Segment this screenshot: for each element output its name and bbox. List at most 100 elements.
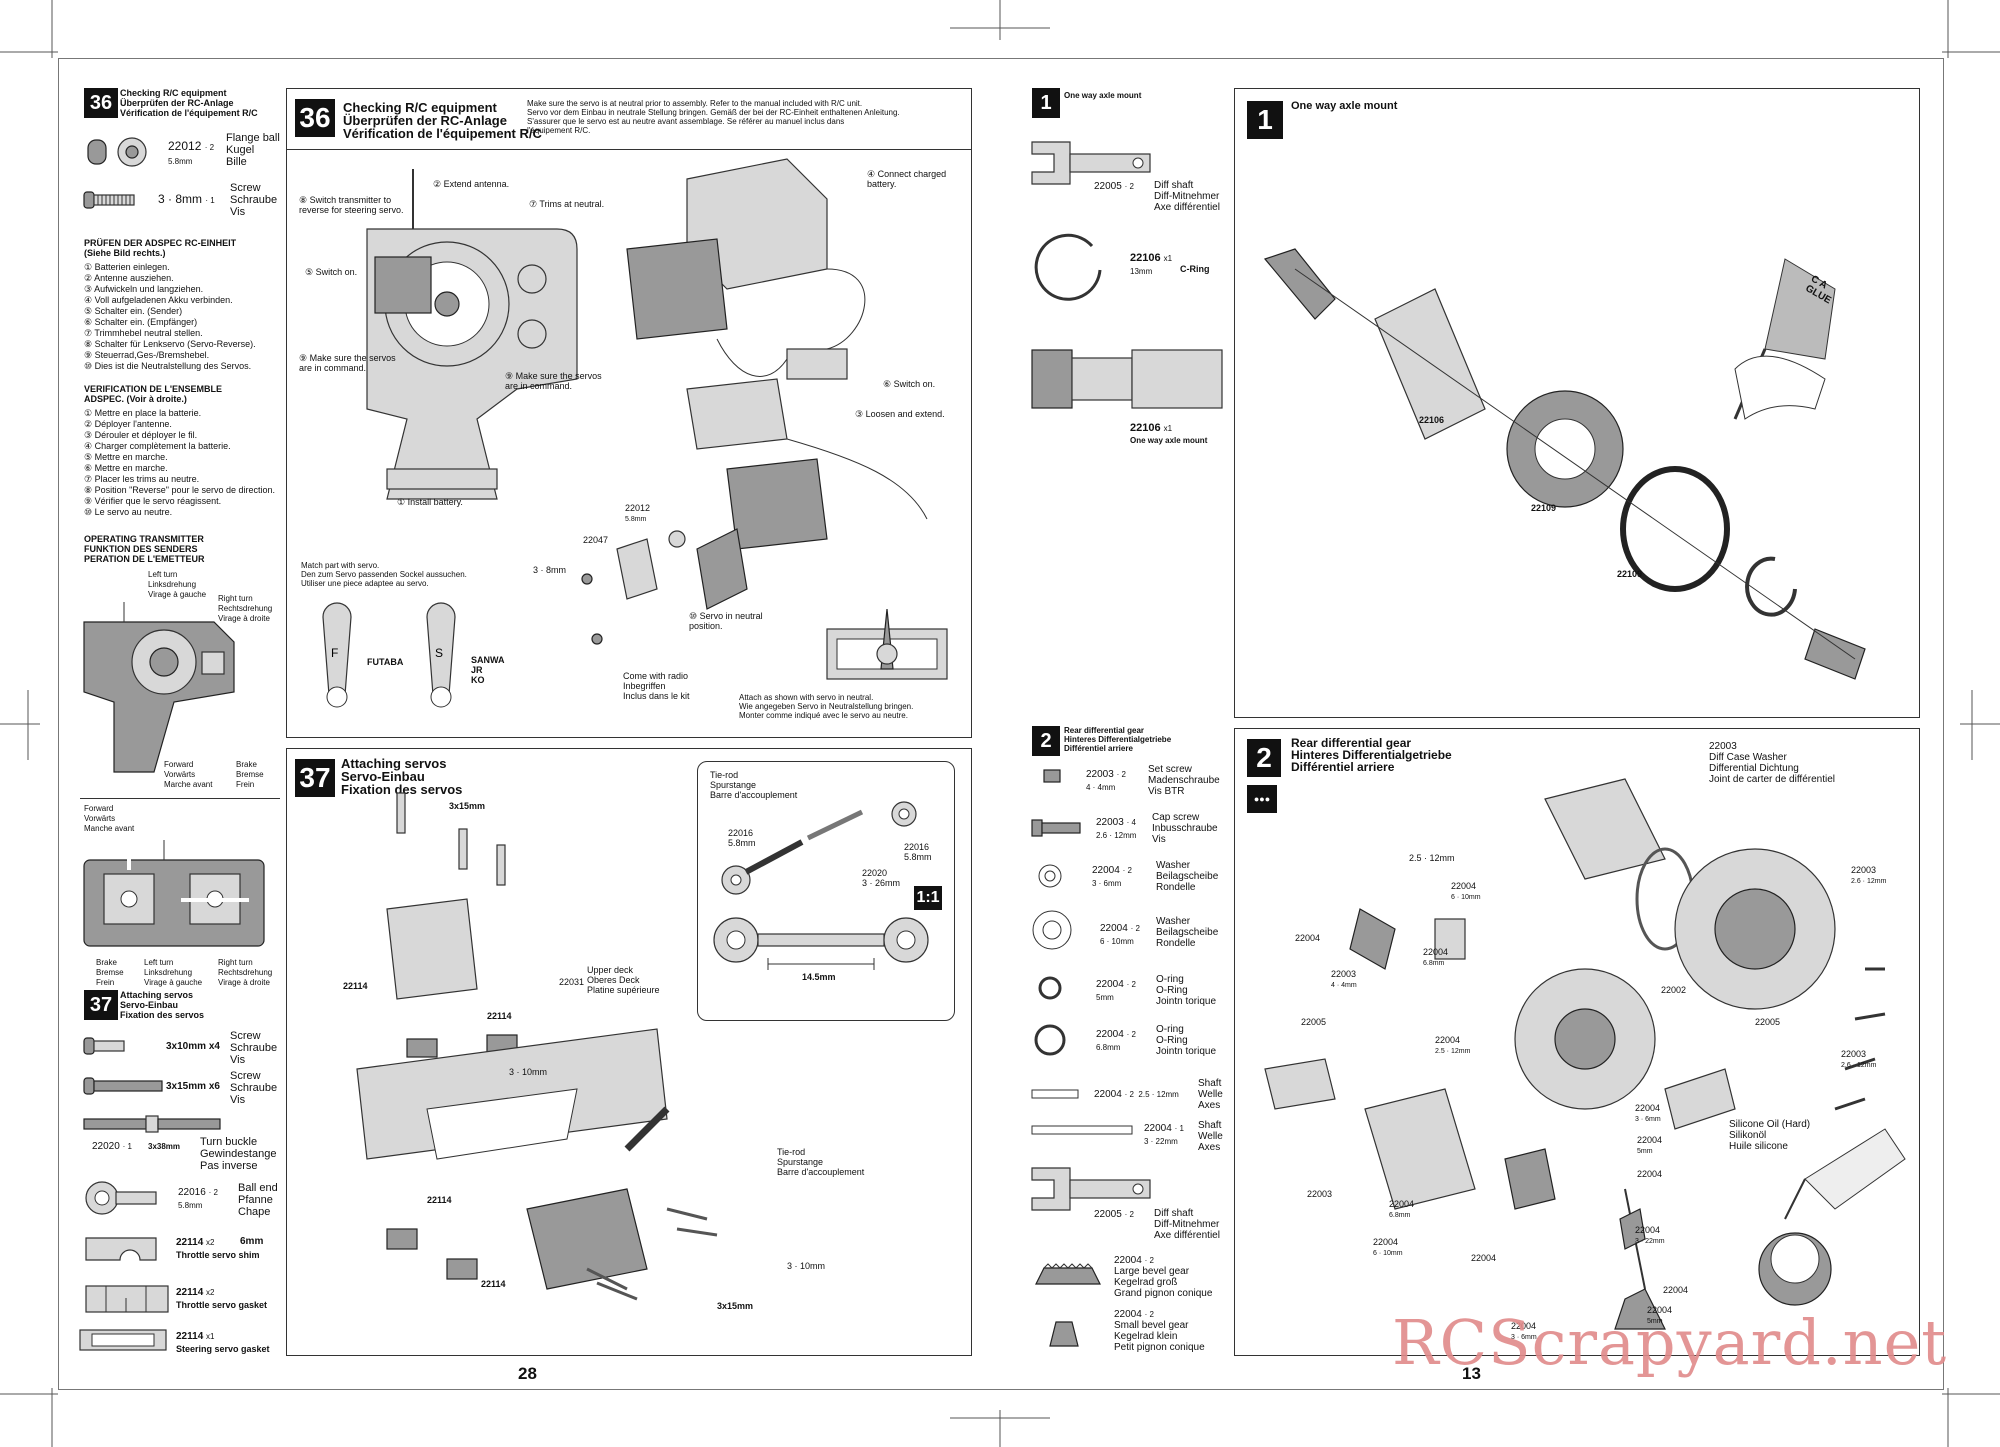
callout-extend-antenna: ② Extend antenna.	[433, 179, 510, 189]
callout-loosen-extend: ③ Loosen and extend.	[855, 409, 945, 419]
part-name-o-ring-large: O-ring O-Ring Jointn torique	[1156, 1024, 1217, 1057]
step-title-37-side: Attaching servos Servo-Einbau Fixation d…	[120, 990, 205, 1020]
part-name-washer-small: Washer Beilagscheibe Rondelle	[1156, 860, 1219, 893]
part-screw-3x8: 3 · 8mm · 1	[158, 192, 215, 206]
fr-steps: ① Mettre en place la batterie. ② Déploye…	[84, 408, 276, 517]
inset-22016-b: 22016 5.8mm	[904, 842, 932, 862]
part-name-turnbuckle: Turn buckle Gewindestange Pas inverse	[200, 1136, 277, 1172]
part-name-o-ring-small: O-ring O-Ring Jointn torique	[1156, 974, 1217, 1007]
part-size-3x38: 3x38mm	[148, 1142, 181, 1151]
label-22005-b: 22005	[1301, 1017, 1327, 1027]
part-22114-steering: 22114 x1	[176, 1331, 215, 1342]
tx2-left-turn: Left turn Linksdrehung Virage à gauche	[144, 958, 203, 987]
part-name-shaft-short: Shaft Welle Axes	[1198, 1078, 1223, 1111]
servo-horn-sanwa-icon: S	[426, 602, 456, 708]
flange-ball-icon	[87, 137, 147, 167]
part-name-small-bevel: Small bevel gear Kegelrad klein Petit pi…	[1114, 1320, 1205, 1353]
attach-note: Attach as shown with servo in neutral. W…	[739, 693, 914, 720]
tx1-forward: Forward Vorwärts Marche avant	[164, 760, 213, 789]
radio-note: Come with radio Inbegriffen Inclus dans …	[623, 671, 690, 701]
label-22109-b: 22109	[1617, 569, 1643, 579]
callout-servo-neutral: ⑩ Servo in neutral position.	[689, 611, 763, 631]
stick-transmitter-icon	[83, 840, 265, 947]
c-ring-icon	[1034, 233, 1102, 301]
page-number-right: 13	[1462, 1364, 1481, 1383]
step-badge-36: 36	[295, 99, 335, 137]
callout-switch-on-tx: ⑤ Switch on.	[305, 267, 358, 277]
step-36-note: Make sure the servo is at neutral prior …	[527, 99, 900, 135]
part-name-c-ring: C-Ring	[1180, 264, 1210, 274]
rc-components-icon	[626, 158, 928, 550]
steering-gasket-icon	[79, 1329, 167, 1351]
step-title-1-side: One way axle mount	[1064, 91, 1142, 100]
servo-gasket-icon	[85, 1285, 169, 1313]
part-name-ball-end: Ball end Pfanne Chape	[238, 1182, 278, 1218]
servo-horn-futaba-icon: F	[322, 602, 352, 708]
callout-reverse: ⑧ Switch transmitter to reverse for stee…	[299, 195, 404, 215]
callout-connect-battery: ④ Connect charged battery.	[867, 169, 947, 189]
shaft-long-icon	[1031, 1125, 1133, 1135]
label-22114-b: 22114	[487, 1011, 512, 1021]
tierod-1to1-icon	[713, 917, 929, 970]
step-title-2: Rear differential gear Hinteres Differen…	[1291, 736, 1452, 774]
label-3x10-bottom: 3 · 10mm	[787, 1261, 826, 1271]
part-name-steering-gasket: Steering servo gasket	[176, 1344, 270, 1354]
label-22004-l: 22004	[1663, 1285, 1689, 1295]
servo-mount-assembly-icon	[356, 792, 718, 1301]
part-name-shim: Throttle servo shim	[176, 1250, 260, 1260]
step-1-panel: 1 One way axle mount C A GLUE 22106 2210…	[1234, 88, 1920, 718]
glue-bottle-icon	[1733, 258, 1836, 420]
part-22114-shim: 22114 x2	[176, 1237, 215, 1248]
horn-sanwa-label: SANWA JR KO	[471, 655, 505, 685]
servo-shim-icon	[85, 1237, 157, 1261]
step-badge-37-side: 37	[84, 990, 118, 1020]
watermark: RCScrapyard.net	[1392, 1306, 1948, 1379]
set-screw-icon	[1043, 769, 1061, 783]
part-name-diff-shaft-b: Diff shaft Diff-Mitnehmer Axe différenti…	[1154, 1208, 1220, 1241]
o-ring-large-icon	[1034, 1024, 1066, 1056]
part-name-screw-3x10: Screw Schraube Vis	[230, 1030, 278, 1066]
silicone-oil-icon	[1758, 1128, 1906, 1306]
horn-futaba-label: FUTABA	[367, 657, 404, 667]
step-badge-2-side: 2	[1032, 726, 1060, 756]
tierod-inset: Tie-rod Spurstange Barre d'accouplement …	[697, 761, 955, 1021]
order-badge: ●●●	[1247, 785, 1277, 813]
part-22005-a: 22005 · 2	[1094, 181, 1134, 192]
step-title-36: Checking R/C equipment Überprüfen der RC…	[343, 100, 542, 141]
step-title-37: Attaching servos Servo-Einbau Fixation d…	[341, 756, 463, 797]
part-3x10mm: 3x10mm x4	[166, 1041, 220, 1052]
part-22020: 22020 · 1	[92, 1141, 132, 1152]
tx1-brake: Brake Bremse Frein	[236, 760, 264, 789]
label-22004-g: 22004	[1471, 1253, 1497, 1263]
horn-note: Match part with servo. Den zum Servo pas…	[301, 561, 467, 588]
step-2-panel: 2 Rear differential gear Hinteres Differ…	[1234, 728, 1920, 1356]
tierod-exploded-icon	[721, 801, 917, 895]
part-name-screw-3x15: Screw Schraube Vis	[230, 1070, 278, 1106]
label-3x15-top: 3x15mm	[449, 801, 486, 811]
callout-install-battery: ① Install battery.	[397, 497, 463, 507]
part-name-cap-screw: Cap screw Inbusschraube Vis	[1152, 812, 1218, 845]
page-number-left: 28	[518, 1364, 537, 1383]
step-36-panel: 36 Checking R/C equipment Überprüfen der…	[286, 88, 972, 738]
part-3x15mm: 3x15mm x6	[166, 1081, 220, 1092]
step-badge-2: 2	[1247, 739, 1281, 777]
inset-22016-a: 22016 5.8mm	[728, 828, 756, 848]
tx2-brake: Brake Bremse Frein	[96, 958, 124, 987]
label-22114-c: 22114	[427, 1195, 452, 1205]
callout-switch-on-rx: ⑥ Switch on.	[883, 379, 936, 389]
servo-neutral-icon	[826, 608, 948, 680]
transmitter-icon	[366, 169, 578, 500]
tierod-length: 14.5mm	[802, 972, 836, 982]
label-22005-a: 22005	[1755, 1017, 1781, 1027]
